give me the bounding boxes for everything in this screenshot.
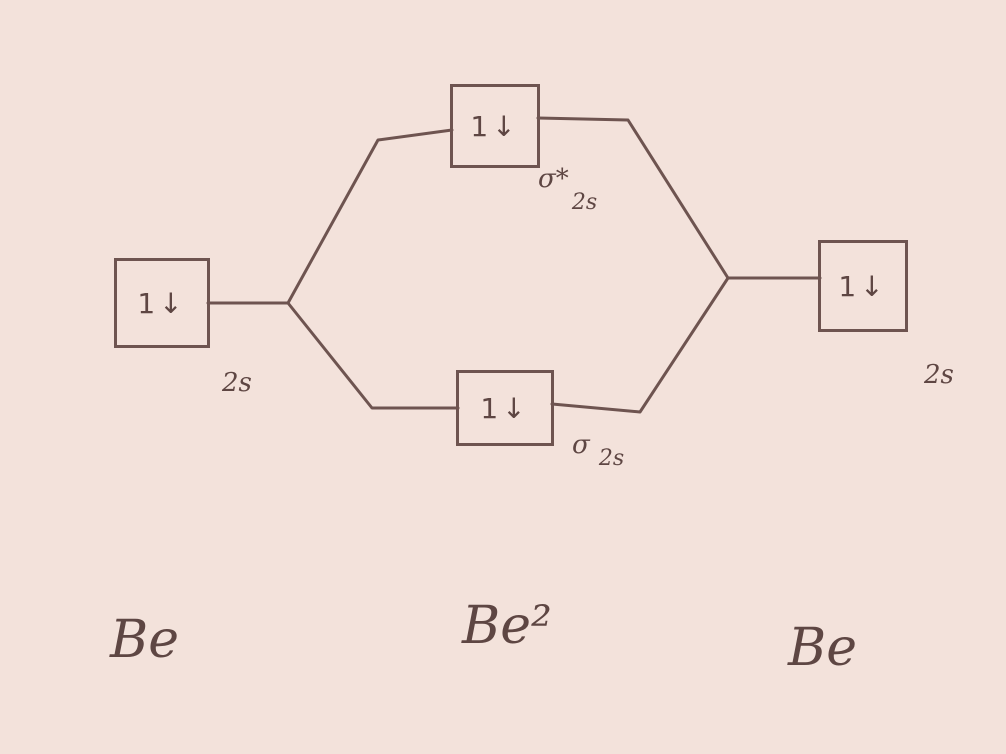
bonding-orbital-box: 1↓	[456, 370, 554, 446]
left-atomic-label: 2s	[222, 368, 252, 398]
right-atomic-label: 2s	[924, 360, 954, 390]
left-to-antibonding-line	[286, 128, 454, 305]
antibonding-subscript: 2s	[571, 190, 598, 215]
antibonding-to-right-line	[536, 116, 730, 280]
right-atom-label: Be	[788, 618, 857, 678]
left-atom-label: Be	[110, 610, 179, 670]
antibonding-electrons: 1↓	[470, 109, 520, 143]
bonding-symbol: σ	[572, 430, 590, 460]
left-atomic-electrons: 1↓	[137, 286, 187, 320]
antibonding-label: σ* 2s	[538, 164, 599, 215]
right-atomic-orbital-box: 1↓	[818, 240, 908, 332]
antibonding-symbol: σ*	[538, 164, 569, 194]
left-atomic-orbital-box: 1↓	[114, 258, 210, 348]
bonding-subscript: 2s	[598, 446, 625, 471]
right-atomic-electrons: 1↓	[838, 269, 888, 303]
antibonding-orbital-box: 1↓	[450, 84, 540, 168]
bonding-electrons: 1↓	[480, 391, 530, 425]
left-to-bonding-line	[286, 301, 460, 410]
bonding-label: σ 2s	[572, 430, 624, 471]
molecule-label: Be²	[462, 596, 552, 656]
bonding-to-right-line	[550, 276, 730, 414]
